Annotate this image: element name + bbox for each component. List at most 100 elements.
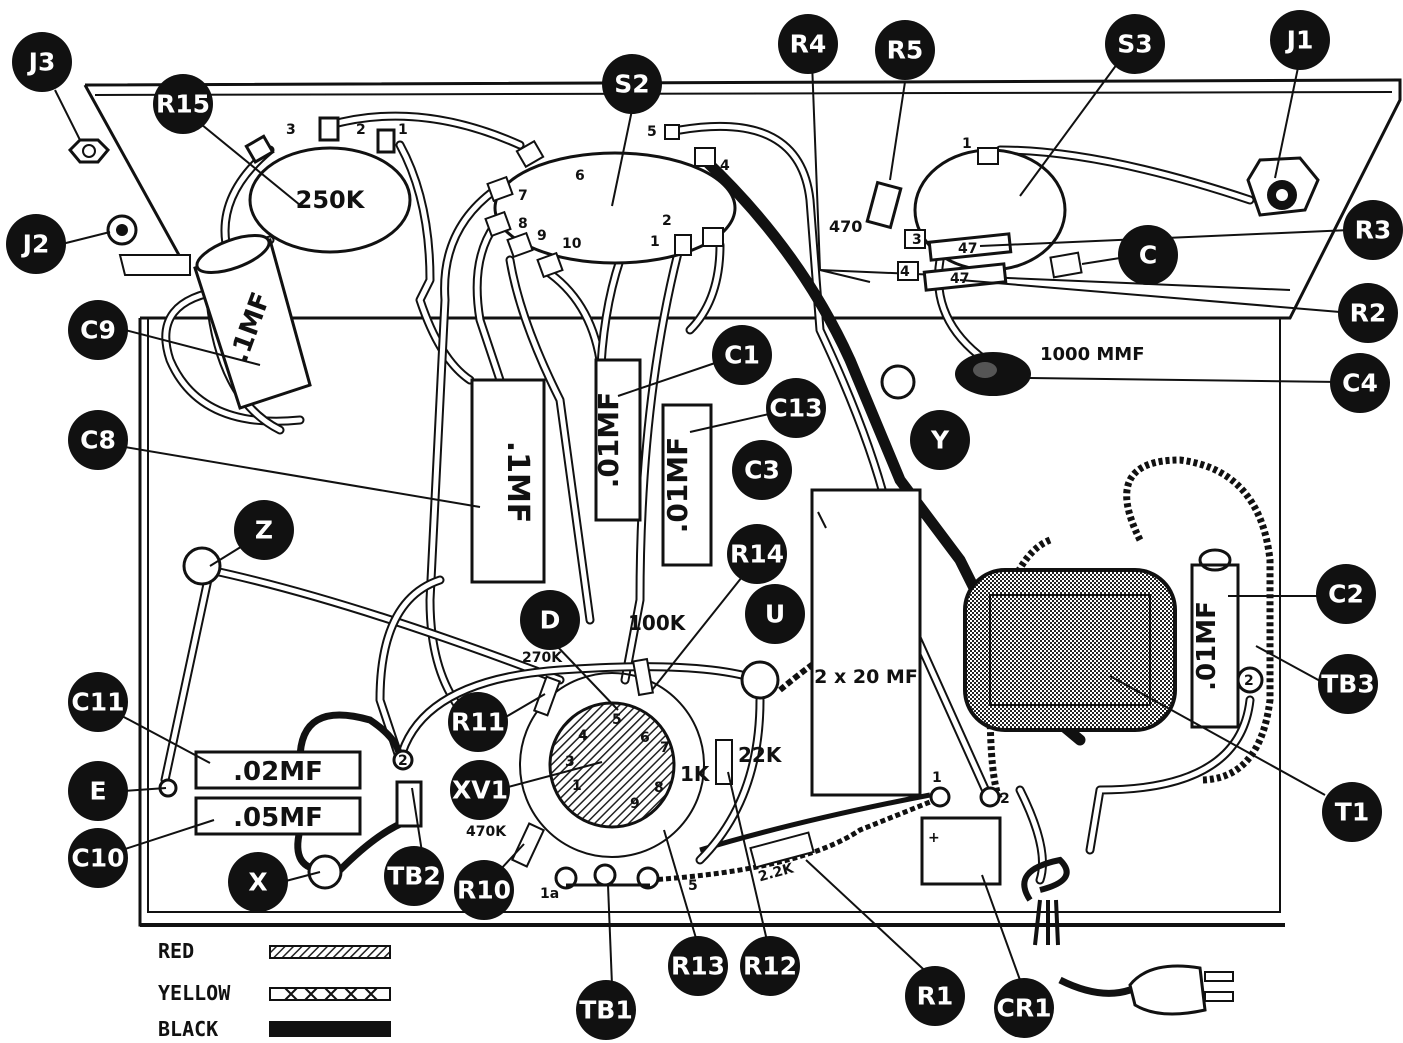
legend-red: RED	[158, 939, 391, 963]
s2-pin-6: 6	[575, 168, 585, 184]
r5-value: 470	[829, 217, 862, 236]
xv1-pin-3: 3	[565, 754, 575, 770]
svg-text:S3: S3	[1117, 30, 1152, 59]
callout-x: X	[228, 852, 288, 912]
xv1-pin-4: 4	[578, 728, 588, 744]
svg-text:Y: Y	[930, 426, 950, 455]
filter-capacitor: 2 x 20 MF	[810, 488, 922, 797]
r14-value: 100K	[628, 611, 687, 635]
svg-text:J1: J1	[1285, 26, 1314, 55]
chassis	[83, 78, 1402, 927]
callout-c1: C1	[712, 325, 772, 385]
s2-pin-2: 2	[662, 213, 672, 229]
callout-r4: R4	[778, 14, 838, 74]
terminal-strip-tb1: 1a 5	[540, 863, 698, 902]
resistor-r13: 1K	[680, 762, 711, 786]
r15-value: 250K	[296, 186, 366, 214]
callout-j2: J2	[6, 214, 66, 274]
svg-text:J3: J3	[27, 48, 56, 77]
resistor-r10: 470K	[466, 822, 546, 868]
callout-j3: J3	[12, 32, 72, 92]
capacitor-c10: .05MF	[194, 796, 362, 836]
callout-c: C	[1118, 225, 1178, 285]
svg-text:C3: C3	[744, 456, 780, 485]
jack-j3	[67, 138, 111, 164]
callout-r15: R15	[153, 74, 213, 134]
svg-text:R10: R10	[457, 876, 511, 905]
s2-pin-5: 5	[647, 124, 657, 140]
callout-s2: S2	[602, 54, 662, 114]
xv1-pin-8: 8	[654, 780, 664, 796]
s2-pin-7: 7	[518, 188, 528, 204]
svg-text:TB3: TB3	[1321, 670, 1375, 699]
callout-u: U	[745, 584, 805, 644]
callout-z: Z	[234, 500, 294, 560]
callout-e: E	[68, 761, 128, 821]
callout-r2: R2	[1338, 283, 1398, 343]
callout-c9: C9	[68, 300, 128, 360]
s2-pin-8: 8	[518, 216, 528, 232]
components: 250K 3 2 1 .1MF 5 4 6 7 8	[67, 116, 1320, 1016]
filter-cap-value: 2 x 20 MF	[814, 666, 918, 688]
callout-c8: C8	[68, 410, 128, 470]
callouts: J3 R15 J2 C9 C8 S2 R4 R5 S3 J1 R3 C R2 C…	[6, 10, 1403, 1040]
callout-r10: R10	[454, 860, 514, 920]
capacitor-c13: .01MF	[661, 403, 713, 567]
svg-text:U: U	[765, 600, 785, 629]
legend-black: BLACK	[158, 1017, 391, 1041]
callout-r14: R14	[727, 524, 787, 584]
callout-r13: R13	[668, 936, 728, 996]
svg-text:R12: R12	[743, 952, 797, 981]
callout-c13: C13	[766, 378, 826, 438]
capacitor-c2: .01MF	[1190, 548, 1240, 729]
callout-tb3: TB3	[1318, 654, 1378, 714]
callout-xv1: XV1	[450, 760, 510, 820]
xv1-pin-5: 5	[612, 712, 622, 728]
callout-r11: R11	[448, 692, 508, 752]
tb3-pin-2: 2	[1244, 673, 1254, 689]
s2-pin-1: 1	[650, 234, 660, 250]
svg-text:X: X	[248, 868, 267, 897]
svg-text:YELLOW: YELLOW	[158, 981, 231, 1005]
svg-text:R14: R14	[730, 540, 784, 569]
callout-d: D	[520, 590, 580, 650]
xv1-pin-9: 9	[630, 796, 640, 812]
transformer-t1	[963, 568, 1177, 732]
power-plug	[1128, 964, 1234, 1016]
svg-text:R5: R5	[887, 36, 924, 65]
callout-c4: C4	[1330, 353, 1390, 413]
svg-text:D: D	[540, 606, 561, 635]
grommet-x	[307, 854, 343, 890]
terminal-strip-tb3: 2	[1236, 666, 1264, 694]
svg-text:BLACK: BLACK	[158, 1017, 218, 1041]
svg-text:XV1: XV1	[452, 776, 508, 805]
callout-c2: C2	[1316, 564, 1376, 624]
xv1-pin-6: 6	[640, 730, 650, 746]
resistor-r5: 470	[829, 180, 903, 236]
wire-legend: RED YELLOW BLACK	[158, 939, 391, 1041]
c13-value: .01MF	[661, 437, 694, 534]
switch-s2: 5 4 6 7 8 9 10 2 1	[484, 124, 737, 279]
svg-text:Z: Z	[255, 516, 273, 545]
s3-pin-1: 1	[962, 136, 972, 152]
svg-text:RED: RED	[158, 939, 194, 963]
capacitor-c9: .1MF	[193, 234, 312, 410]
r11-value: 270K	[522, 650, 563, 666]
resistor-r11: 270K	[522, 650, 563, 717]
callout-c11: C11	[68, 672, 128, 732]
s2-pin-10: 10	[562, 236, 582, 252]
callout-tb2: TB2	[384, 846, 444, 906]
resistor-r1: 2.2K	[749, 831, 815, 885]
switch-s3: 1 3 4	[897, 136, 1067, 281]
callout-r5: R5	[875, 20, 935, 80]
svg-text:C4: C4	[1342, 369, 1378, 398]
capacitor-c8: .1MF	[470, 378, 546, 584]
callout-r12: R12	[740, 936, 800, 996]
svg-text:R15: R15	[156, 90, 210, 119]
callout-c10: C10	[68, 828, 128, 888]
r12-value: 22K	[738, 743, 783, 767]
c10-value: .05MF	[233, 803, 323, 833]
r15-pin-2: 2	[356, 122, 366, 138]
callout-j1: J1	[1270, 10, 1330, 70]
svg-text:C11: C11	[71, 688, 124, 717]
